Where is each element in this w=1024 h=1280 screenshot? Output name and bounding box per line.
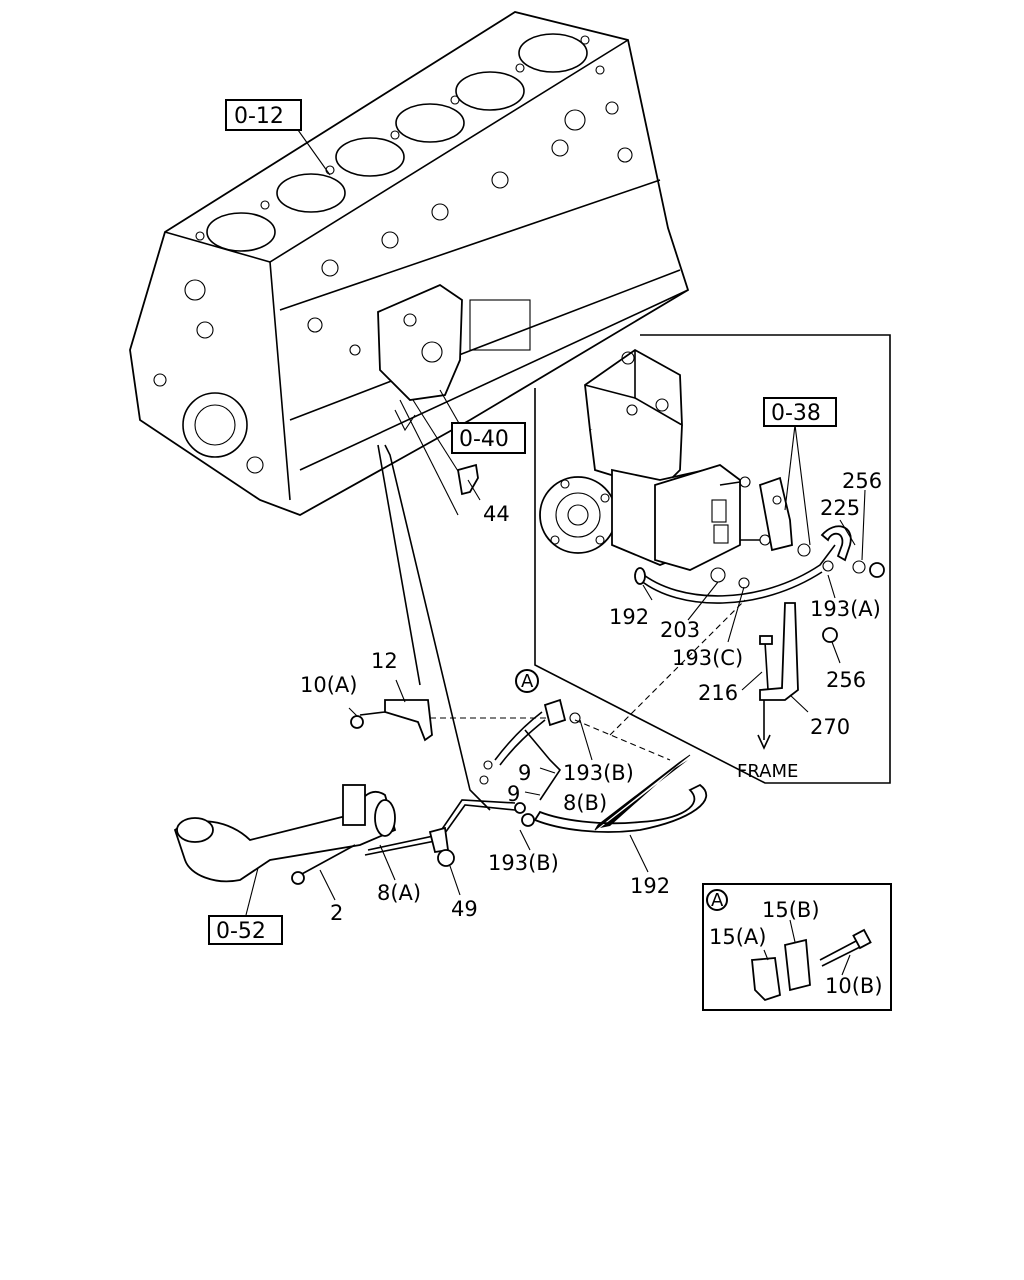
bolt-icon	[456, 463, 479, 496]
air-compressor-icon	[539, 348, 811, 571]
label-193b-top: 193(B)	[563, 761, 634, 785]
nut-icon	[869, 562, 885, 578]
compressor-inset-frame	[534, 334, 891, 784]
ref-block[interactable]: 0-12	[234, 104, 284, 129]
label-270: 270	[810, 715, 850, 739]
label-15b: 15(B)	[762, 898, 820, 922]
clip-15a	[751, 957, 781, 1002]
ref-compressor[interactable]: 0-38	[771, 401, 821, 426]
pipe-short	[494, 711, 543, 761]
nut-icon	[437, 849, 455, 867]
label-225: 225	[820, 496, 860, 520]
engine-block-icon	[129, 11, 690, 516]
label-256-top: 256	[842, 469, 882, 493]
bolt-216	[764, 641, 769, 691]
label-10b: 10(B)	[825, 974, 883, 998]
label-49: 49	[451, 897, 478, 921]
pipe-192-top	[639, 544, 836, 597]
label-8a: 8(A)	[377, 881, 421, 905]
washer-256	[852, 560, 866, 574]
inset-a-label: A	[711, 890, 724, 911]
clip-icon	[543, 698, 581, 727]
label-256-mid: 256	[826, 668, 866, 692]
label-193b-bot: 193(B)	[488, 851, 559, 875]
bolt-10b	[819, 939, 859, 961]
hose-225	[820, 525, 852, 562]
label-10a: 10(A)	[300, 673, 357, 697]
oil-pan-icon	[173, 784, 397, 883]
pipe-8a	[364, 804, 516, 856]
label-frame: FRAME	[737, 761, 798, 782]
heat-sleeve	[594, 754, 691, 831]
ref-box-compressor[interactable]	[763, 397, 837, 427]
bracket-270	[759, 602, 799, 701]
label-192-top: 192	[609, 605, 649, 629]
ref-box-oil-pan[interactable]	[208, 915, 283, 945]
ref-oil-pan[interactable]: 0-52	[216, 919, 266, 944]
hose-192-bottom	[533, 783, 708, 833]
label-192-bot: 192	[630, 874, 670, 898]
label-12: 12	[371, 649, 398, 673]
label-216: 216	[698, 681, 738, 705]
dipstick-2	[299, 844, 356, 876]
label-44: 44	[483, 502, 510, 526]
label-9-bot: 9	[507, 782, 520, 806]
clip-15b	[784, 938, 811, 992]
inset-a-circle	[706, 889, 728, 911]
label-2: 2	[330, 901, 343, 925]
label-203: 203	[660, 618, 700, 642]
ref-box-oil-pump[interactable]	[451, 422, 526, 454]
label-193c: 193(C)	[672, 646, 743, 670]
label-9-top: 9	[518, 761, 531, 785]
ref-oil-pump[interactable]: 0-40	[459, 427, 509, 452]
callout-a-circle[interactable]	[515, 669, 539, 693]
label-8b: 8(B)	[563, 791, 607, 815]
bracket-12	[384, 699, 433, 742]
callout-a[interactable]: A	[521, 671, 534, 692]
label-15a: 15(A)	[709, 925, 766, 949]
label-193a: 193(A)	[810, 597, 881, 621]
ref-box-block[interactable]	[225, 99, 302, 131]
pipe-8b	[384, 444, 491, 811]
